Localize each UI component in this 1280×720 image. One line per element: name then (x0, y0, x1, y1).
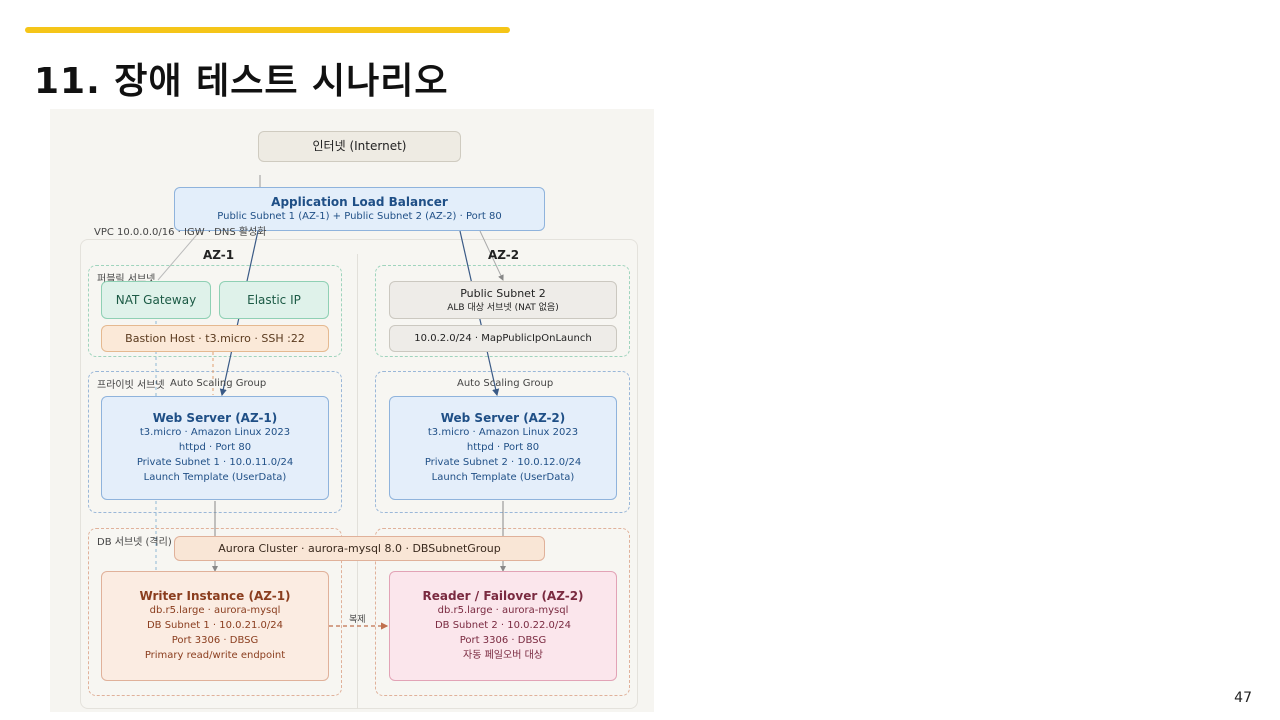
internet-label: 인터넷 (Internet) (312, 139, 407, 153)
writer-line: Port 3306 · DBSG (171, 635, 259, 646)
az2-label: AZ-2 (488, 248, 520, 262)
az1-label: AZ-1 (203, 248, 235, 262)
writer-title: Writer Instance (AZ-1) (139, 589, 291, 603)
writer-line: db.r5.large · aurora-mysql (149, 605, 281, 616)
alb-title: Application Load Balancer (271, 194, 448, 209)
elastic-ip-label: Elastic IP (247, 293, 301, 307)
architecture-diagram: 인터넷 (Internet) Application Load Balancer… (50, 109, 654, 712)
web2-title: Web Server (AZ-2) (440, 411, 566, 425)
replication-label: 복제 (349, 615, 366, 625)
public-subnet-label: 퍼블릭 서브넷 (97, 274, 156, 285)
web1-line: t3.micro · Amazon Linux 2023 (139, 427, 291, 438)
accent-bar (25, 27, 510, 33)
alb-to-public2-line (479, 230, 504, 281)
elastic-ip-node: Elastic IP (219, 281, 329, 319)
asg-label-az2: Auto Scaling Group (457, 378, 554, 389)
vpc-label: VPC 10.0.0.0/16 · IGW · DNS 활성화 (94, 227, 267, 238)
reader-line: 자동 페일오버 대상 (463, 650, 543, 661)
writer-instance-node: Writer Instance (AZ-1) db.r5.large · aur… (101, 571, 329, 681)
reader-failover-node: Reader / Failover (AZ-2) db.r5.large · a… (389, 571, 617, 681)
bastion-label: Bastion Host · t3.micro · SSH :22 (125, 332, 305, 345)
web2-line: httpd · Port 80 (466, 442, 540, 453)
nat-gateway-label: NAT Gateway (115, 293, 197, 307)
writer-line: DB Subnet 1 · 10.0.21.0/24 (146, 620, 284, 631)
internet-node: 인터넷 (Internet) (258, 131, 461, 162)
private-subnet-label: 프라이빗 서브넷 (97, 380, 165, 391)
writer-line: Primary read/write endpoint (144, 650, 286, 661)
db-subnet-label: DB 서브넷 (격리) (97, 537, 172, 548)
web1-title: Web Server (AZ-1) (152, 411, 278, 425)
public-subnet2-cidr-node: 10.0.2.0/24 · MapPublicIpOnLaunch (389, 325, 617, 352)
web-server-az2-node: Web Server (AZ-2) t3.micro · Amazon Linu… (389, 396, 617, 500)
alb-node: Application Load Balancer Public Subnet … (174, 187, 545, 231)
reader-title: Reader / Failover (AZ-2) (422, 589, 584, 603)
web1-line: Private Subnet 1 · 10.0.11.0/24 (136, 457, 294, 468)
reader-line: db.r5.large · aurora-mysql (437, 605, 569, 616)
slide-title: 11. 장애 테스트 시나리오 (34, 61, 449, 102)
bastion-node: Bastion Host · t3.micro · SSH :22 (101, 325, 329, 352)
public-subnet2-title: Public Subnet 2 (460, 287, 546, 300)
public-subnet2-cidr: 10.0.2.0/24 · MapPublicIpOnLaunch (414, 333, 592, 344)
web2-line: Private Subnet 2 · 10.0.12.0/24 (424, 457, 582, 468)
nat-gateway-node: NAT Gateway (101, 281, 211, 319)
web2-line: Launch Template (UserData) (431, 472, 575, 483)
aurora-cluster-label: Aurora Cluster · aurora-mysql 8.0 · DBSu… (218, 542, 501, 555)
alb-subtitle: Public Subnet 1 (AZ-1) + Public Subnet 2… (217, 210, 502, 222)
web-server-az1-node: Web Server (AZ-1) t3.micro · Amazon Linu… (101, 396, 329, 500)
az-divider (357, 254, 358, 709)
web1-line: Launch Template (UserData) (143, 472, 287, 483)
nat-link-line (157, 230, 201, 281)
web2-line: t3.micro · Amazon Linux 2023 (427, 427, 579, 438)
reader-line: Port 3306 · DBSG (459, 635, 547, 646)
web1-line: httpd · Port 80 (178, 442, 252, 453)
page-number: 47 (1234, 690, 1252, 706)
public-subnet2-node: Public Subnet 2 ALB 대상 서브넷 (NAT 없음) (389, 281, 617, 319)
aurora-cluster-node: Aurora Cluster · aurora-mysql 8.0 · DBSu… (174, 536, 545, 561)
reader-line: DB Subnet 2 · 10.0.22.0/24 (434, 620, 572, 631)
public-subnet-zone-az1 (88, 265, 342, 357)
public-subnet2-subtitle: ALB 대상 서브넷 (NAT 없음) (447, 303, 559, 313)
public-subnet-zone-az2 (375, 265, 630, 357)
asg-label-az1: Auto Scaling Group (170, 378, 267, 389)
